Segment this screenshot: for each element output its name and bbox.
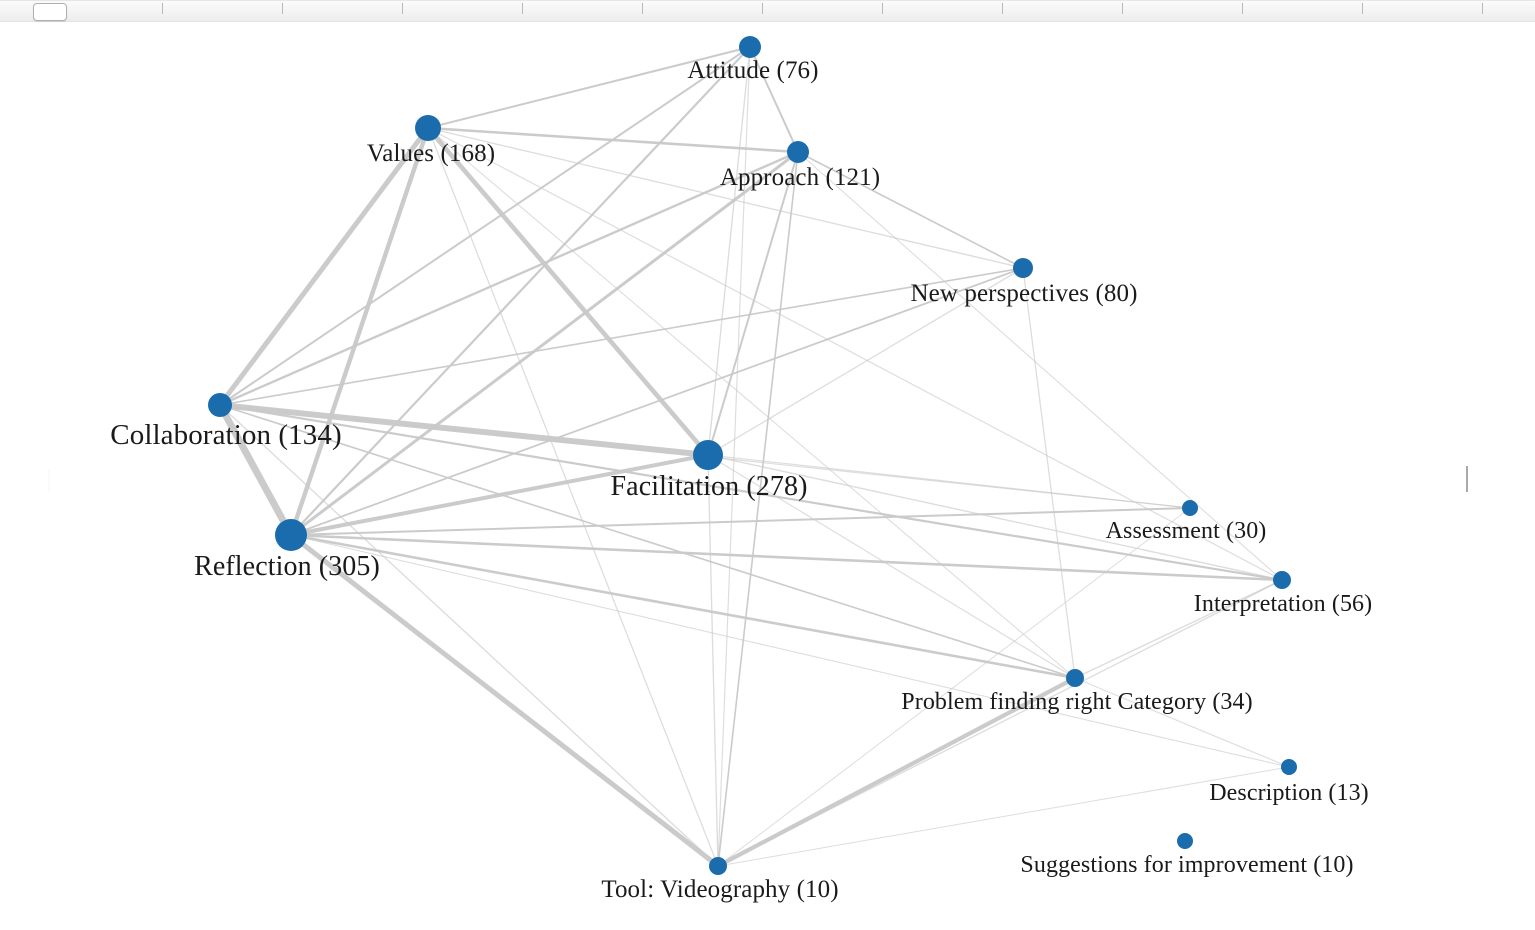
graph-edges-layer	[216, 46, 1290, 868]
scrollbar-tick	[1362, 3, 1363, 14]
graph-edge	[290, 507, 1191, 536]
graph-edge	[427, 127, 1283, 581]
graph-node-collaboration[interactable]	[208, 393, 232, 417]
graph-node-label-description: Description (13)	[1209, 780, 1369, 806]
scrollbar-tick	[882, 3, 883, 14]
graph-edge	[717, 676, 1076, 868]
scrollbar-tick	[1002, 3, 1003, 14]
graph-node-approach[interactable]	[787, 141, 809, 163]
graph-edge	[290, 453, 709, 537]
graph-edge	[717, 151, 799, 867]
graph-edge	[1022, 267, 1076, 679]
horizontal-scrollbar[interactable]	[0, 0, 1535, 22]
graph-node-videography[interactable]	[709, 857, 727, 875]
graph-node-label-approach: Approach (121)	[719, 164, 881, 191]
graph-edge	[717, 46, 751, 867]
graph-node-interpretation[interactable]	[1273, 571, 1291, 589]
graph-edge	[216, 403, 295, 537]
scrollbar-tick	[762, 3, 763, 14]
graph-edge	[290, 534, 1290, 768]
graph-edge	[219, 267, 1024, 406]
graph-node-attitude[interactable]	[739, 36, 761, 58]
graph-edge	[427, 127, 1076, 679]
graph-edge	[219, 46, 751, 406]
graph-node-label-collaboration: Collaboration (134)	[110, 419, 342, 451]
graph-edge	[290, 46, 751, 536]
graph-node-label-assessment: Assessment (30)	[1105, 518, 1267, 544]
graph-edge	[427, 127, 719, 867]
graph-node-description[interactable]	[1281, 759, 1297, 775]
graph-nodes-layer	[208, 36, 1297, 875]
graph-node-new_perspectives[interactable]	[1013, 258, 1033, 278]
graph-node-label-suggestions: Suggestions for improvement (10)	[1020, 852, 1354, 878]
graph-edge	[219, 150, 799, 407]
graph-edge	[219, 403, 1283, 582]
graph-edge	[707, 454, 1076, 679]
scrollbar-tick	[642, 3, 643, 14]
scrollbar-tick	[402, 3, 403, 14]
scrollbar-tick	[522, 3, 523, 14]
graph-node-label-problem_finding: Problem finding right Category (34)	[901, 689, 1253, 715]
graph-edge	[1074, 677, 1290, 768]
graph-node-reflection[interactable]	[275, 519, 307, 551]
graph-node-facilitation[interactable]	[693, 440, 723, 470]
graph-node-label-values: Values (168)	[366, 140, 496, 167]
graph-node-label-videography: Tool: Videography (10)	[601, 876, 839, 903]
graph-edge	[290, 533, 1283, 582]
graph-edge	[1074, 579, 1283, 679]
graph-node-label-attitude: Attitude (76)	[687, 57, 819, 84]
graph-node-suggestions[interactable]	[1177, 833, 1193, 849]
left-edge-tick	[48, 470, 50, 492]
graph-edge	[426, 126, 710, 457]
graph-edge	[290, 533, 1076, 680]
scrollbar-tick	[1122, 3, 1123, 14]
graph-edge	[707, 46, 751, 456]
graph-edge	[707, 151, 799, 456]
graph-edge	[219, 404, 1076, 679]
graph-node-label-new_perspectives: New perspectives (80)	[910, 280, 1138, 307]
right-edge-tick	[1466, 466, 1468, 492]
graph-edge	[290, 150, 799, 537]
graph-edge	[288, 127, 431, 536]
graph-edge	[218, 126, 430, 407]
graph-edge	[289, 533, 720, 868]
graph-edge	[290, 267, 1024, 536]
scrollbar-tick	[282, 3, 283, 14]
scrollbar-tick	[1242, 3, 1243, 14]
scrollbar-thumb[interactable]	[33, 3, 67, 21]
scrollbar-top-line	[0, 0, 1535, 1]
graph-edge	[219, 404, 719, 867]
graph-edge	[717, 507, 1191, 867]
graph-edge	[797, 151, 1024, 269]
graph-edge	[427, 127, 1024, 269]
scrollbar-tick	[162, 3, 163, 14]
graph-edge	[427, 126, 799, 154]
graph-edge	[707, 454, 1191, 509]
graph-node-problem_finding[interactable]	[1066, 669, 1084, 687]
graph-edge	[797, 151, 1283, 581]
graph-node-label-facilitation: Facilitation (278)	[610, 471, 808, 502]
graph-edge	[707, 454, 719, 867]
graph-edge	[427, 46, 751, 129]
graph-node-label-reflection: Reflection (305)	[194, 551, 380, 582]
graph-edge	[717, 766, 1290, 867]
graph-node-values[interactable]	[415, 115, 441, 141]
graph-edge	[219, 402, 709, 458]
graph-edge	[707, 267, 1024, 456]
graph-node-label-interpretation: Interpretation (56)	[1193, 591, 1373, 617]
graph-node-assessment[interactable]	[1182, 500, 1198, 516]
graph-edge	[749, 46, 799, 153]
graph-edge	[707, 454, 1283, 581]
scrollbar-tick	[1482, 3, 1483, 14]
